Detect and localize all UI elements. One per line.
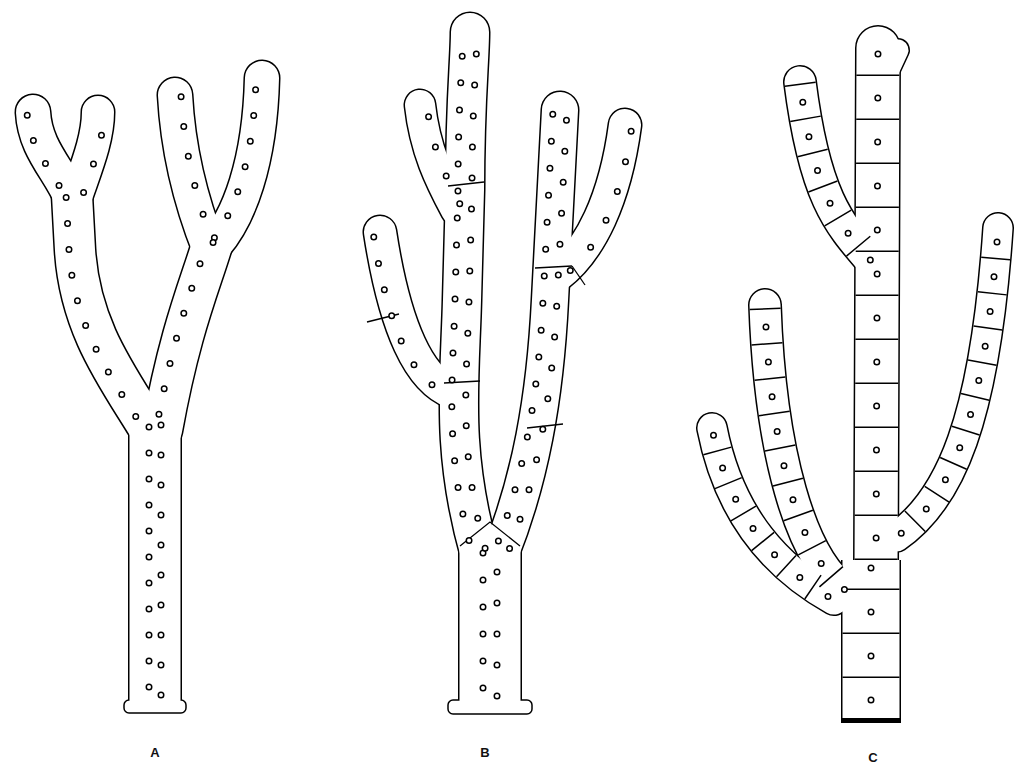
figure-label: A xyxy=(150,745,159,760)
cross-walls xyxy=(367,182,585,546)
figure-label: B xyxy=(480,745,489,760)
nuclei xyxy=(373,32,632,703)
thallus-outline xyxy=(380,32,625,703)
nuclei xyxy=(712,48,998,722)
nuclei xyxy=(27,78,256,703)
thallus-fill xyxy=(33,78,262,703)
filament-fill xyxy=(712,48,998,722)
filament-outline xyxy=(712,48,998,722)
cell-walls xyxy=(712,48,998,722)
septate-thallus xyxy=(367,32,632,714)
filamentous-thallus xyxy=(712,48,998,723)
thallus-outline xyxy=(33,78,262,703)
figure-label: C xyxy=(868,750,877,765)
siphonous-thallus xyxy=(27,78,262,713)
thallus-fill xyxy=(380,32,625,703)
